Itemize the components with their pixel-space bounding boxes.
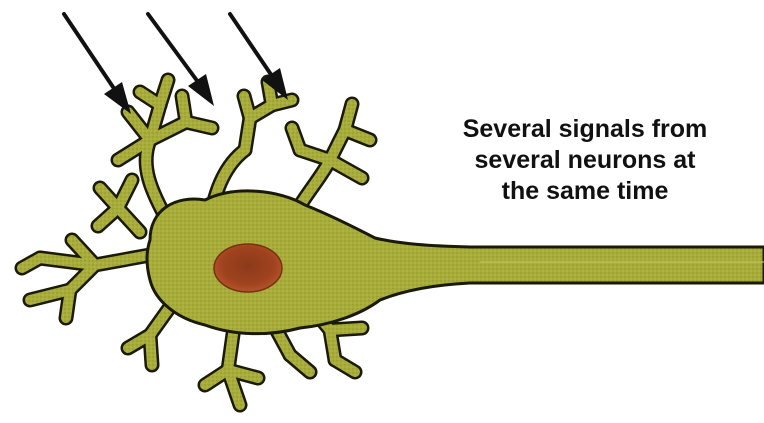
diagram-caption: Several signals from several neurons at … bbox=[420, 114, 750, 207]
caption-line: the same time bbox=[420, 176, 750, 207]
caption-line: several neurons at bbox=[420, 145, 750, 176]
signal-arrow-icon bbox=[64, 14, 131, 114]
nucleus bbox=[214, 244, 282, 292]
signal-arrow-icon bbox=[230, 14, 288, 100]
caption-line: Several signals from bbox=[420, 114, 750, 145]
